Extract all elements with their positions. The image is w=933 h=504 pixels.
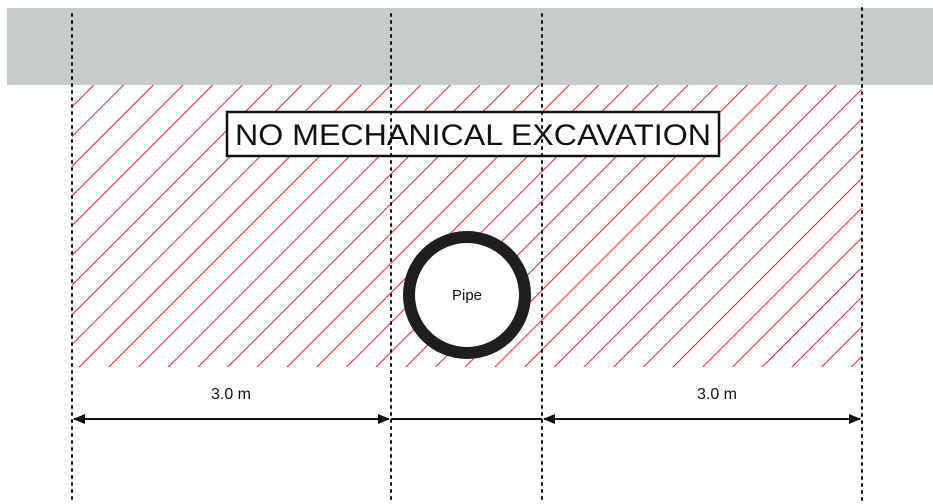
- warning-sign-label: NO MECHANICAL EXCAVATION: [235, 119, 711, 152]
- pipe-bore: [415, 243, 519, 347]
- warning-sign: NO MECHANICAL EXCAVATION: [225, 110, 721, 158]
- dimension-label-left: 3.0 m: [211, 386, 251, 403]
- ground-surface: [7, 8, 933, 85]
- pipe-label: Pipe: [452, 287, 482, 304]
- warning-sign-box: [225, 110, 721, 158]
- dimension-label-right: 3.0 m: [697, 386, 737, 403]
- pipe: Pipe: [403, 231, 531, 359]
